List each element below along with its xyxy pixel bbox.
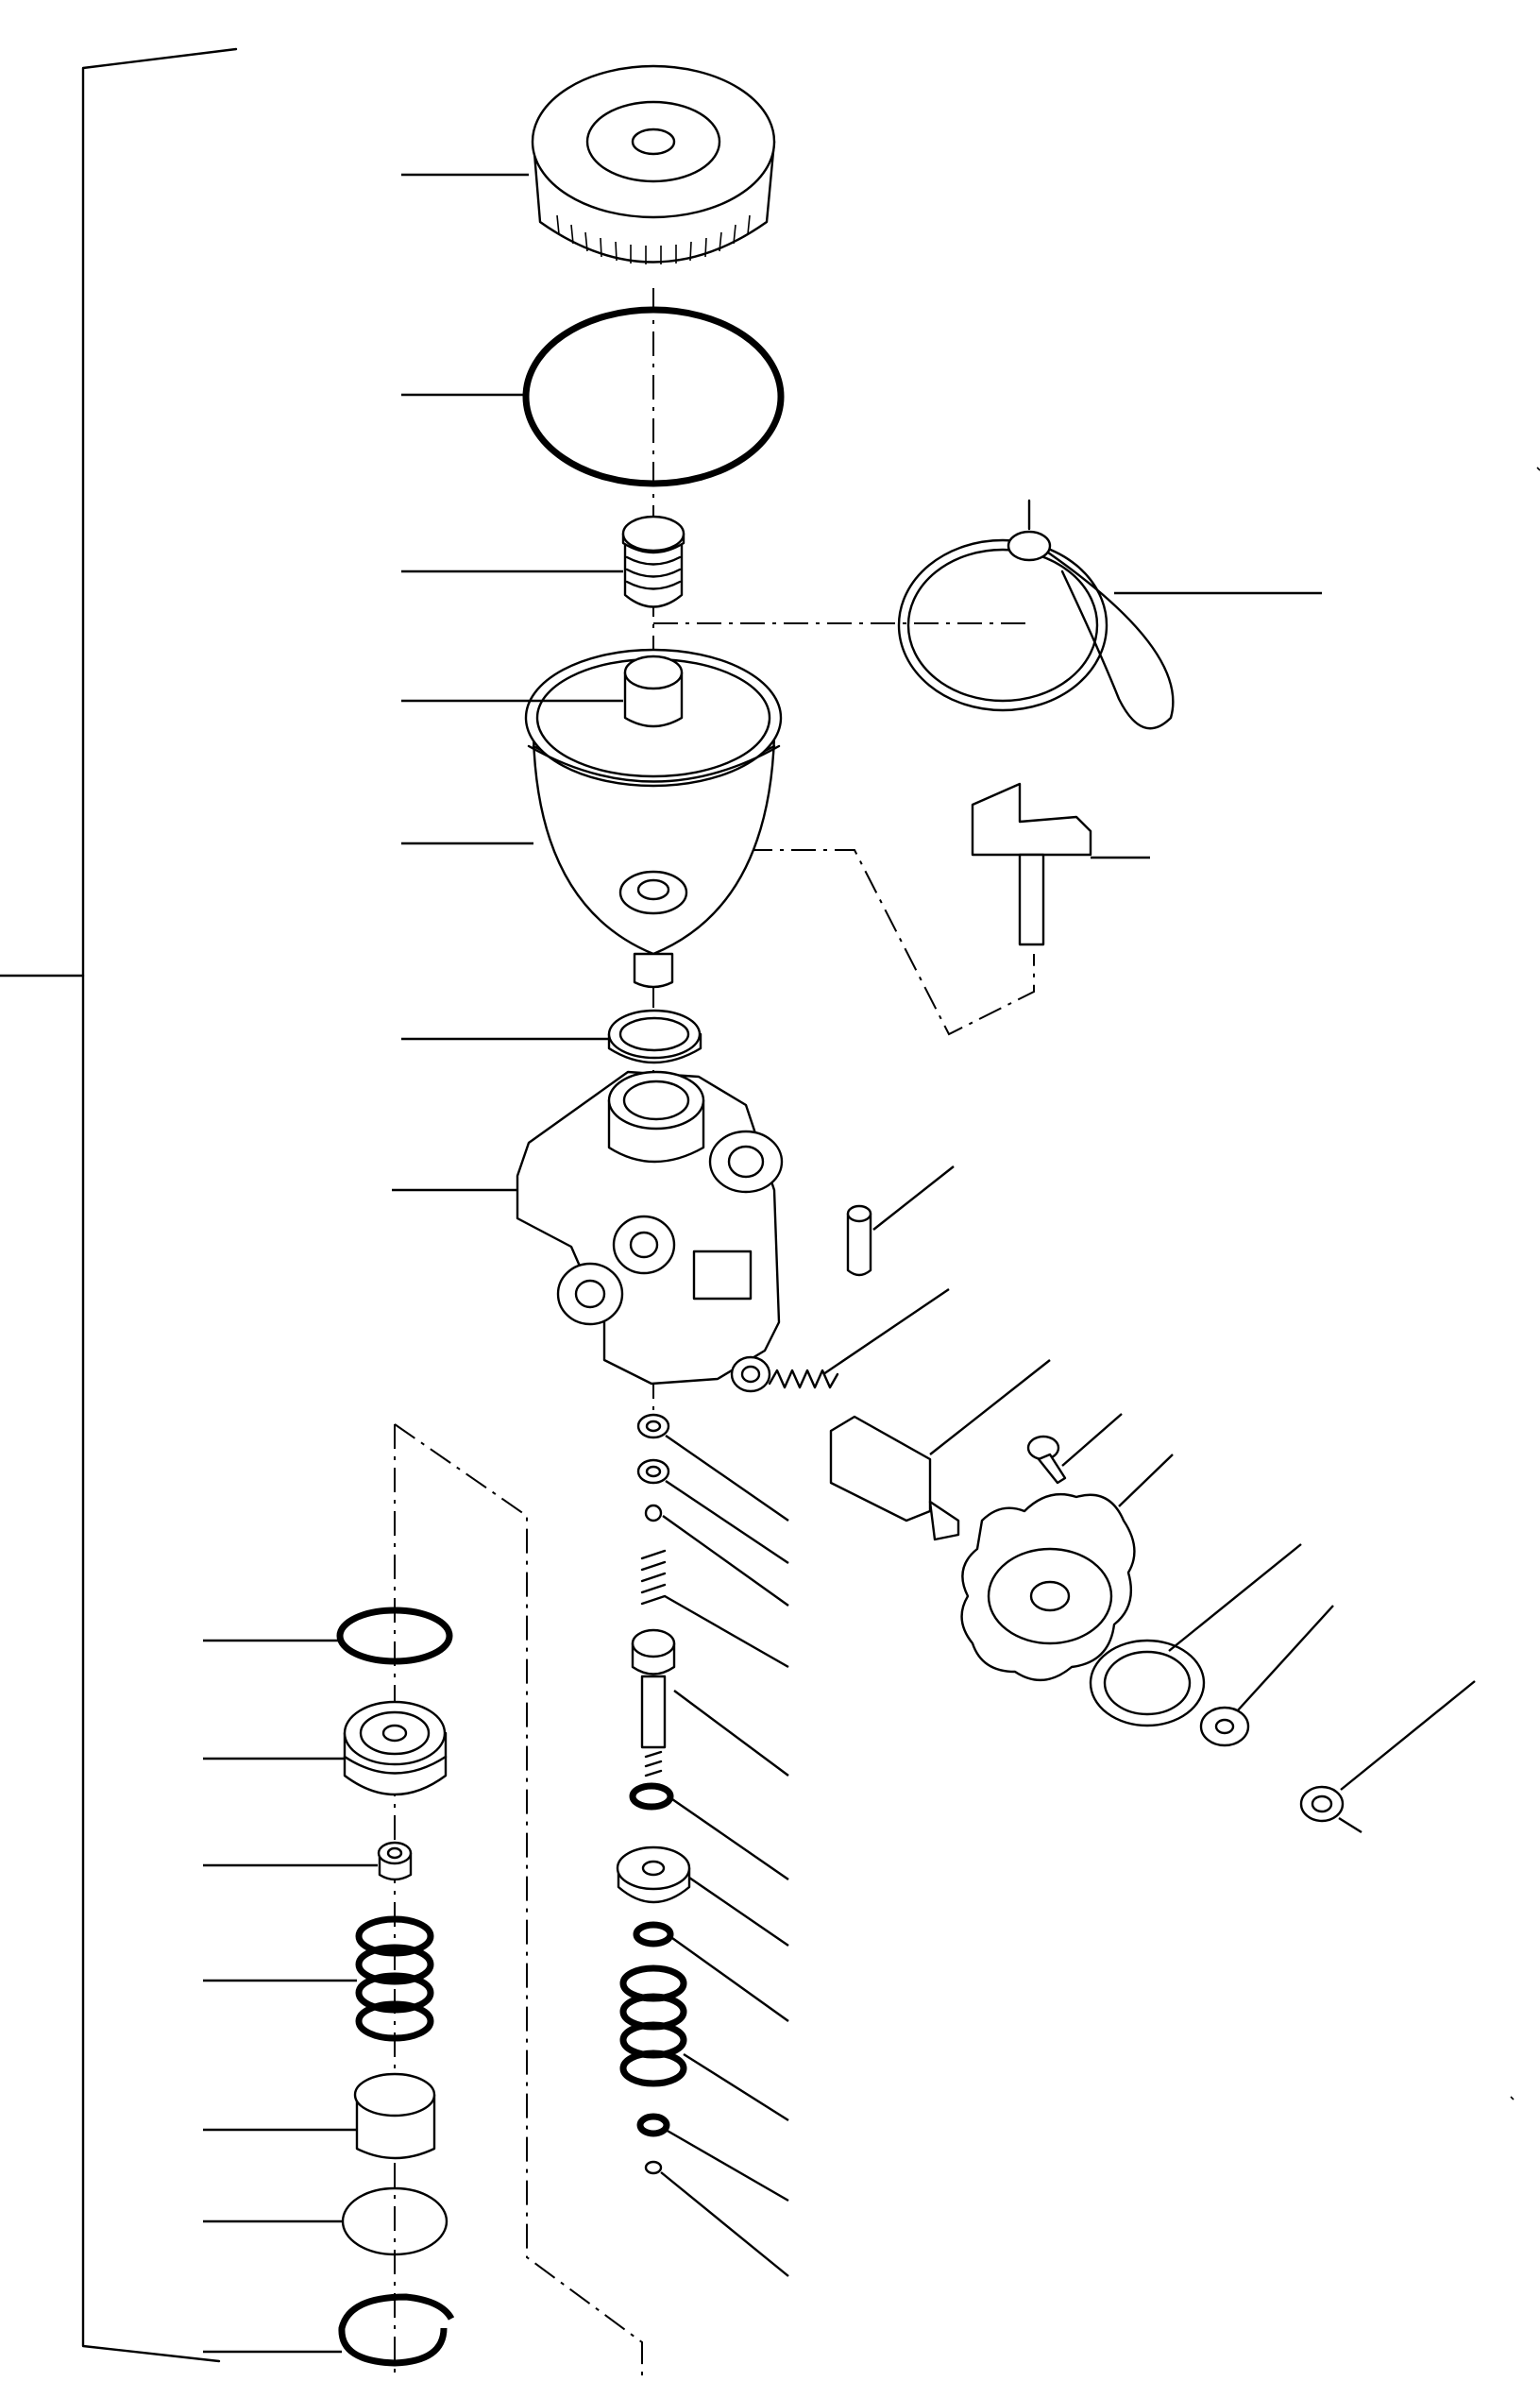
valve-piston [631, 1628, 789, 1777]
adjust-shaft [829, 1359, 1051, 1541]
strainer-plug [401, 515, 685, 608]
retaining-wire-ring [897, 499, 1322, 730]
valve-body [392, 1070, 784, 1393]
left-bushing [203, 1841, 413, 1881]
adjusting-knob [960, 1454, 1174, 1682]
left-sleeve [203, 2072, 436, 2160]
transparent-bowl [401, 648, 783, 989]
valve-seat [616, 1845, 789, 1947]
bowl-seal-ring [401, 1009, 702, 1064]
small-o-ring-a [629, 1782, 789, 1880]
dowel-pin [846, 1165, 955, 1277]
screw [1026, 1413, 1123, 1485]
small-o-ring-c [636, 2113, 789, 2202]
left-disc [203, 2186, 448, 2256]
valve-spring [619, 1964, 789, 2122]
subassembly-outline [394, 1423, 643, 2376]
small-o-ring-b [633, 1921, 789, 2022]
large-o-ring [401, 306, 785, 487]
adjustment-key [971, 782, 1150, 946]
left-snap-ring [203, 1607, 453, 1665]
knob-screw [1299, 1680, 1476, 1834]
adjust-spring [768, 1288, 950, 1389]
left-piston-cap [203, 1700, 448, 1796]
valve-ball-seat-stack [636, 1413, 789, 1669]
small-ball [644, 2160, 789, 2277]
left-split-ring [203, 2293, 455, 2367]
assembly-bracket [0, 47, 238, 2363]
left-spring [203, 1915, 434, 2042]
washer [1199, 1605, 1334, 1747]
knob-cover-disc [1089, 1543, 1302, 1727]
scan-marks [1510, 467, 1540, 2100]
filler-cap [401, 64, 776, 264]
